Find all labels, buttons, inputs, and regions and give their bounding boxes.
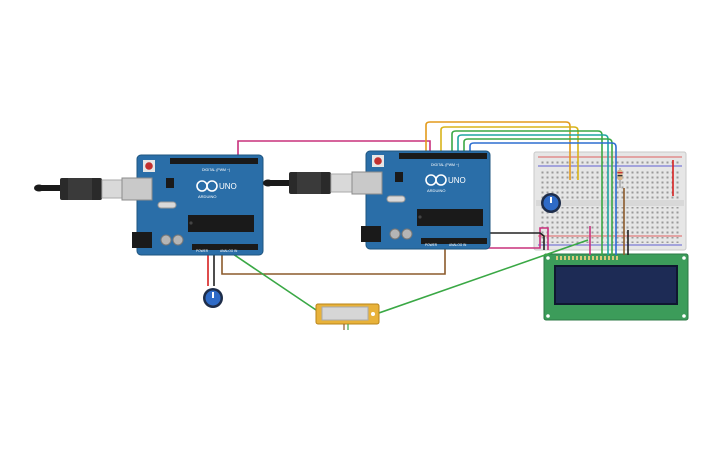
- arduino-left-analog-label: ANALOG IN: [220, 249, 238, 253]
- lcd-display[interactable]: [543, 253, 689, 321]
- arduino-left[interactable]: DIGITAL (PWM ~) ARDUINO UNO ANALOG IN PO…: [34, 154, 264, 256]
- usb-cable-icon: [263, 172, 354, 194]
- arduino-left-digital-label: DIGITAL (PWM ~): [202, 168, 230, 172]
- wire-green-a[interactable]: [451, 130, 603, 255]
- wire-magenta-top[interactable]: [237, 140, 431, 158]
- arduino-left-model: UNO: [219, 182, 237, 191]
- arduino-right-analog-label: ANALOG IN: [449, 243, 467, 247]
- wire-yellow[interactable]: [440, 126, 579, 180]
- potentiometer-icon[interactable]: [203, 288, 223, 308]
- atmega-chip-icon: [188, 215, 254, 232]
- wires: [207, 121, 629, 315]
- wire-teal[interactable]: [457, 134, 609, 255]
- svg-text:ARDUINO: ARDUINO: [427, 188, 445, 193]
- atmega-chip-icon: [417, 209, 483, 226]
- arduino-right-digital-label: DIGITAL (PWM ~): [431, 163, 459, 167]
- wire-blue[interactable]: [469, 142, 617, 255]
- sensor-module[interactable]: [315, 303, 380, 330]
- svg-text:ARDUINO: ARDUINO: [198, 194, 216, 199]
- reset-button-icon[interactable]: [372, 155, 384, 167]
- breadboard[interactable]: [533, 151, 687, 251]
- breadboard-potentiometer[interactable]: [541, 193, 561, 213]
- usb-cable-icon: [34, 178, 125, 200]
- wire-black[interactable]: [485, 232, 545, 250]
- wire-green-sensor-right[interactable]: [375, 239, 589, 315]
- reset-button-icon[interactable]: [143, 160, 155, 172]
- resistor[interactable]: [617, 168, 623, 188]
- arduino-left-power-label: POWER: [196, 249, 209, 253]
- wire-green-sensor-left[interactable]: [229, 251, 323, 315]
- arduino-right-model: UNO: [448, 176, 466, 185]
- arduino-right[interactable]: DIGITAL (PWM ~) ARDUINO UNO ANALOG IN PO…: [263, 150, 491, 250]
- lcd-pins: [556, 256, 618, 260]
- wire-brown[interactable]: [221, 244, 446, 275]
- arduino-left-logo: ARDUINO UNO: [196, 180, 237, 199]
- wire-green-b[interactable]: [463, 138, 613, 255]
- wire-orange[interactable]: [425, 121, 571, 180]
- arduino-right-power-label: POWER: [425, 243, 438, 247]
- arduino-right-logo: ARDUINO UNO: [425, 174, 466, 193]
